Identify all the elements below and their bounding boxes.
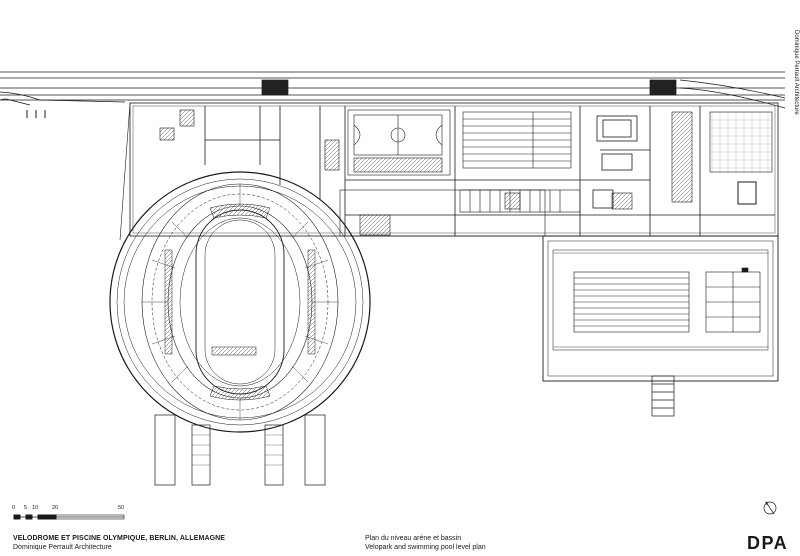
- pool-south-ramp: [651, 375, 675, 417]
- scale-labels: 0 5 10 20 50: [10, 505, 130, 513]
- scale-label-0: 0: [12, 505, 16, 511]
- scale-label-20: 20: [52, 505, 59, 511]
- velodrome-entrances: [154, 414, 326, 486]
- scale-label-10: 10: [32, 505, 39, 511]
- north-wing: [129, 102, 779, 237]
- bollards: [26, 110, 46, 118]
- north-arrow-icon: [763, 501, 777, 515]
- stair-cores: [159, 109, 693, 210]
- scale-label-5: 5: [24, 505, 28, 511]
- grid-hall: [709, 111, 773, 205]
- caption-english: Velopark and swimming pool level plan: [365, 544, 486, 551]
- scale-bar: [13, 514, 125, 520]
- scale-label-50: 50: [118, 505, 125, 511]
- sports-court: [347, 109, 451, 176]
- competition-pool: [573, 271, 690, 333]
- diving-pool: [705, 267, 761, 333]
- vertical-credit: Dominique Perrault Architecture: [793, 30, 799, 115]
- drawing-title: VELODROME ET PISCINE OLYMPIQUE, BERLIN, …: [13, 535, 226, 542]
- connection-wing: [119, 102, 546, 241]
- training-pool: [462, 111, 572, 169]
- architect-name: Dominique Perrault Architecture: [13, 544, 112, 551]
- street-edge: [0, 71, 786, 109]
- caption-french: Plan du niveau arène et bassin: [365, 535, 462, 542]
- pool-hall: [542, 235, 779, 382]
- velodrome: [109, 171, 371, 433]
- dpa-logo: DPA: [747, 533, 789, 553]
